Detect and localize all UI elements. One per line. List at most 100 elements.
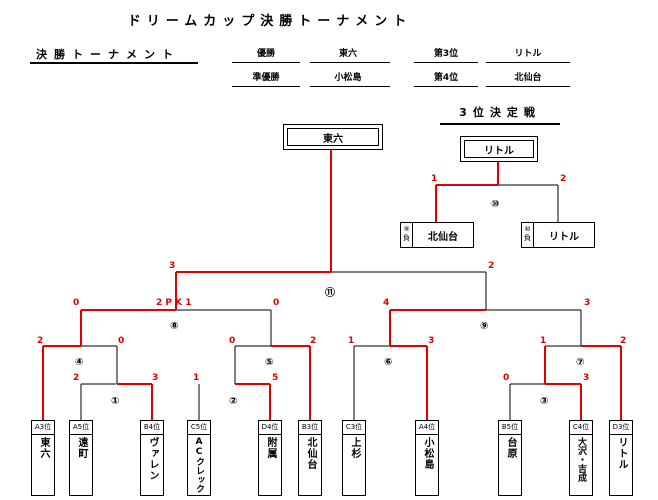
third-place-winner-box: リトル [460, 136, 538, 162]
third-place-score-left: 1 [431, 174, 438, 184]
match-number-1: ① [111, 396, 120, 407]
result-label-3rd: 第3位 [433, 49, 459, 59]
team-name: 上杉 [349, 437, 360, 459]
loser-tag: ⑨負 [401, 223, 413, 247]
score-m7-right: 2 [620, 336, 627, 346]
match-number-3: ③ [540, 396, 549, 407]
team-seed: D4位 [259, 421, 281, 435]
team-box-c4: C4位 大沢・吉成 [569, 420, 593, 496]
score-m6-left: 1 [348, 336, 355, 346]
result-value-2nd: 小松島 [334, 73, 362, 83]
score-m4-left: 2 [37, 336, 44, 346]
third-place-title: 3位決定戦 [459, 106, 541, 119]
team-box-a5: A5位 遠町 [69, 420, 93, 496]
score-m3-left: 0 [503, 373, 510, 383]
result-value-1st: 東六 [338, 49, 357, 59]
team-box-b3: B3位 北仙台 [298, 420, 322, 496]
result-label-2nd: 準優勝 [252, 73, 280, 83]
result-label-1st: 優勝 [256, 49, 275, 59]
result-underline [310, 86, 390, 87]
result-underline [232, 86, 300, 87]
team-name: ACクレック [194, 437, 204, 493]
third-place-underline [440, 123, 560, 125]
team-seed: C5位 [188, 421, 210, 435]
match-number-8: ⑧ [170, 321, 179, 332]
score-m5-right: 2 [310, 336, 317, 346]
team-name: リトル [616, 437, 627, 470]
result-underline [414, 86, 478, 87]
score-m4-right: 0 [118, 336, 125, 346]
match-number-2: ② [229, 396, 238, 407]
team-seed: A5位 [70, 421, 92, 435]
score-m6-right: 3 [428, 336, 435, 346]
score-m9-left: 4 [383, 298, 390, 308]
team-seed: C3位 [343, 421, 365, 435]
team-box-a3: A3位 東六 [31, 420, 55, 496]
score-m11-left: 3 [169, 261, 176, 271]
third-place-team-right-name: リトル [549, 231, 579, 243]
champion-name: 東六 [287, 128, 379, 146]
team-box-d4: D4位 附属 [258, 420, 282, 496]
score-m7-left: 1 [540, 336, 547, 346]
team-box-b4: B4位 ヴァレン [140, 420, 164, 496]
score-m8-right: 0 [273, 298, 280, 308]
bracket-lines-winner [42, 150, 622, 420]
third-place-winner-name: リトル [464, 140, 534, 158]
match-number-9: ⑨ [480, 321, 489, 332]
result-underline [486, 62, 570, 63]
match-number-5: ⑤ [265, 357, 274, 368]
team-name: 遠町 [76, 437, 87, 459]
result-underline [232, 62, 300, 63]
match-number-11: ⑪ [325, 288, 335, 299]
score-m5-left: 0 [229, 336, 236, 346]
score-m2-right: 5 [272, 373, 279, 383]
score-m8-pk: 2 P K 1 [156, 298, 192, 308]
team-box-d3: D3位 リトル [609, 420, 633, 496]
team-name: 大沢・吉成 [576, 437, 586, 482]
score-m11-right: 2 [488, 261, 495, 271]
team-seed: B4位 [141, 421, 163, 435]
score-m9-right: 3 [584, 298, 591, 308]
result-value-4th: 北仙台 [514, 73, 542, 83]
team-name: 東六 [38, 437, 49, 459]
third-place-score-right: 2 [560, 174, 567, 184]
team-box-c3: C3位 上杉 [342, 420, 366, 496]
score-m8-left: 0 [73, 298, 80, 308]
match-number-6: ⑥ [384, 357, 393, 368]
score-m1-right: 3 [152, 373, 159, 383]
section-title: 決勝トーナメント [36, 48, 180, 61]
result-underline [486, 86, 570, 87]
team-seed: C4位 [570, 421, 592, 435]
champion-box: 東六 [283, 124, 383, 150]
team-seed: B5位 [499, 421, 521, 435]
result-value-3rd: リトル [514, 49, 542, 59]
team-name: 北仙台 [305, 437, 316, 470]
team-name: ヴァレン [147, 437, 158, 481]
section-title-underline [30, 62, 198, 64]
team-name: 附属 [265, 437, 276, 459]
bracket-lines-black [80, 184, 582, 420]
team-name: 小松島 [422, 437, 433, 470]
team-seed: A3位 [32, 421, 54, 435]
result-underline [414, 62, 478, 63]
result-underline [310, 62, 390, 63]
team-seed: D3位 [610, 421, 632, 435]
third-place-team-left: ⑨負 北仙台 [400, 222, 474, 248]
team-seed: B3位 [299, 421, 321, 435]
third-place-team-right: ⑩負 リトル [521, 222, 595, 248]
page-title: ドリームカップ決勝トーナメント [127, 14, 413, 29]
team-box-b5: B5位 台原 [498, 420, 522, 496]
score-m2-left: 1 [193, 373, 200, 383]
loser-tag: ⑩負 [522, 223, 534, 247]
team-name: 台原 [505, 437, 516, 459]
score-m1-left: 2 [73, 373, 80, 383]
match-number-7: ⑦ [576, 357, 585, 368]
team-box-c5: C5位 ACクレック [187, 420, 211, 496]
result-label-4th: 第4位 [433, 73, 459, 83]
score-m3-right: 3 [583, 373, 590, 383]
third-place-team-left-name: 北仙台 [428, 231, 458, 243]
team-seed: A4位 [416, 421, 438, 435]
match-number-10: ⑩ [491, 199, 500, 210]
team-box-a4: A4位 小松島 [415, 420, 439, 496]
